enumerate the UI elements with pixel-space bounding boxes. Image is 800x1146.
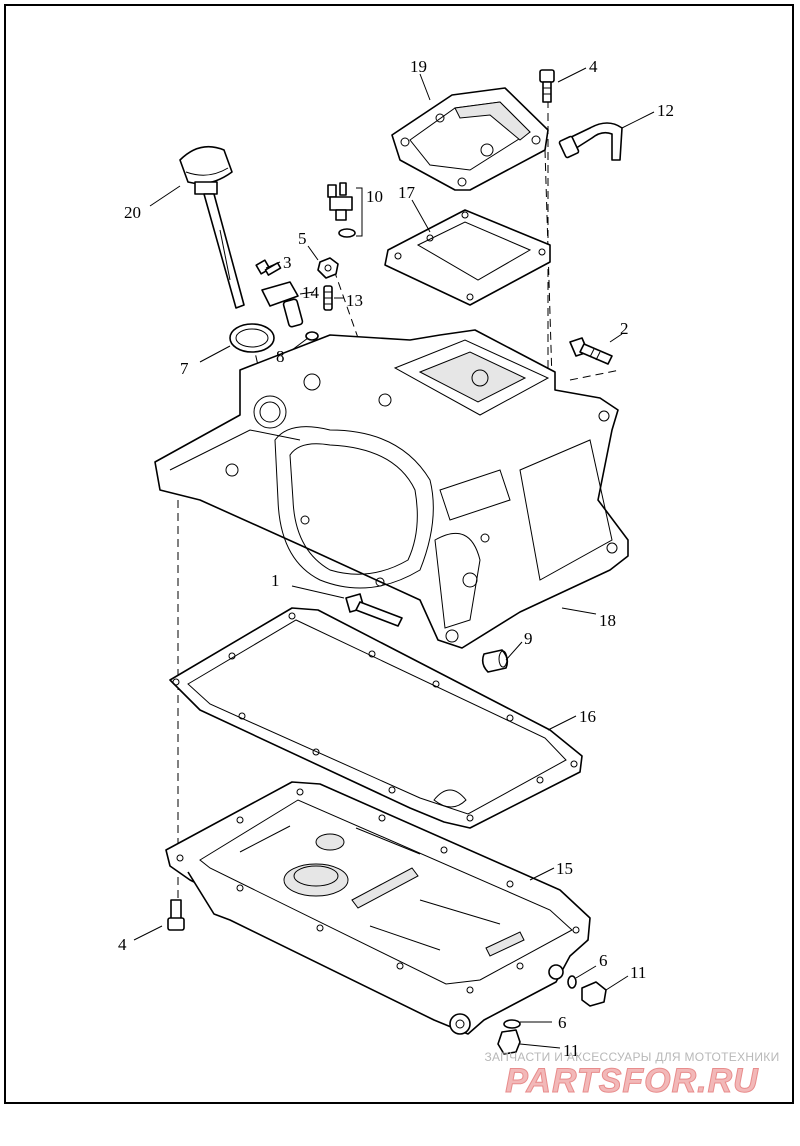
callout-16: 16 <box>579 707 596 726</box>
part-3-screw <box>255 259 282 276</box>
callout-6-right: 6 <box>599 951 608 970</box>
part-10-switch <box>327 182 363 238</box>
callout-13: 13 <box>346 291 363 310</box>
callout-14: 14 <box>302 283 320 302</box>
part-15-oil-pan <box>165 781 591 1035</box>
part-13-stud <box>323 285 333 311</box>
part-16-gasket <box>169 607 583 829</box>
part-17-gasket <box>384 209 551 306</box>
part-14-fitting <box>261 281 304 328</box>
part-4-bolt-bottom <box>167 899 185 931</box>
callout-20: 20 <box>124 203 141 222</box>
part-4-bolt-top <box>539 69 555 103</box>
callout-4-top: 4 <box>589 57 598 76</box>
callout-7: 7 <box>180 359 189 378</box>
part-11-plug-right <box>581 981 607 1007</box>
part-6-seal-bottom <box>503 1019 521 1029</box>
callout-11-bottom: 11 <box>563 1041 579 1060</box>
part-20-dipstick <box>179 145 245 309</box>
callout-17: 17 <box>398 183 416 202</box>
part-12-hose <box>558 122 623 161</box>
watermark-logo: PARTSFOR.RU <box>505 1062 759 1101</box>
callout-11-right: 11 <box>630 963 646 982</box>
part-5-nut <box>317 257 339 279</box>
part-19-top-cover <box>391 87 549 191</box>
part-9-sleeve <box>481 649 509 673</box>
callout-5: 5 <box>298 229 307 248</box>
callout-3: 3 <box>283 253 292 272</box>
callout-9: 9 <box>524 629 533 648</box>
callout-15: 15 <box>556 859 573 878</box>
callout-1: 1 <box>271 571 280 590</box>
callout-6-bottom: 6 <box>558 1013 567 1032</box>
watermark: ЗАПЧАСТИ И АКСЕССУАРЫ ДЛЯ МОТОТЕХНИКИ PA… <box>482 1050 782 1101</box>
callout-18: 18 <box>599 611 616 630</box>
watermark-tagline: ЗАПЧАСТИ И АКСЕССУАРЫ ДЛЯ МОТОТЕХНИКИ <box>484 1050 780 1064</box>
part-2-bolt <box>569 337 613 365</box>
callout-2: 2 <box>620 319 629 338</box>
part-6-seal-right <box>567 975 577 989</box>
callouts: 19 4 12 10 17 20 5 3 14 13 8 7 2 1 9 18 … <box>118 57 674 1060</box>
callout-8: 8 <box>276 347 285 366</box>
part-1-bolt <box>345 593 403 627</box>
part-11-plug-bottom <box>497 1029 521 1055</box>
part-8-washer <box>305 331 319 341</box>
callout-12: 12 <box>657 101 674 120</box>
part-18-housing <box>154 329 629 649</box>
callout-4-bottom: 4 <box>118 935 127 954</box>
leader-lines <box>133 67 655 1049</box>
callout-19: 19 <box>410 57 427 76</box>
callout-10: 10 <box>366 187 383 206</box>
part-7-o-ring <box>229 323 275 353</box>
